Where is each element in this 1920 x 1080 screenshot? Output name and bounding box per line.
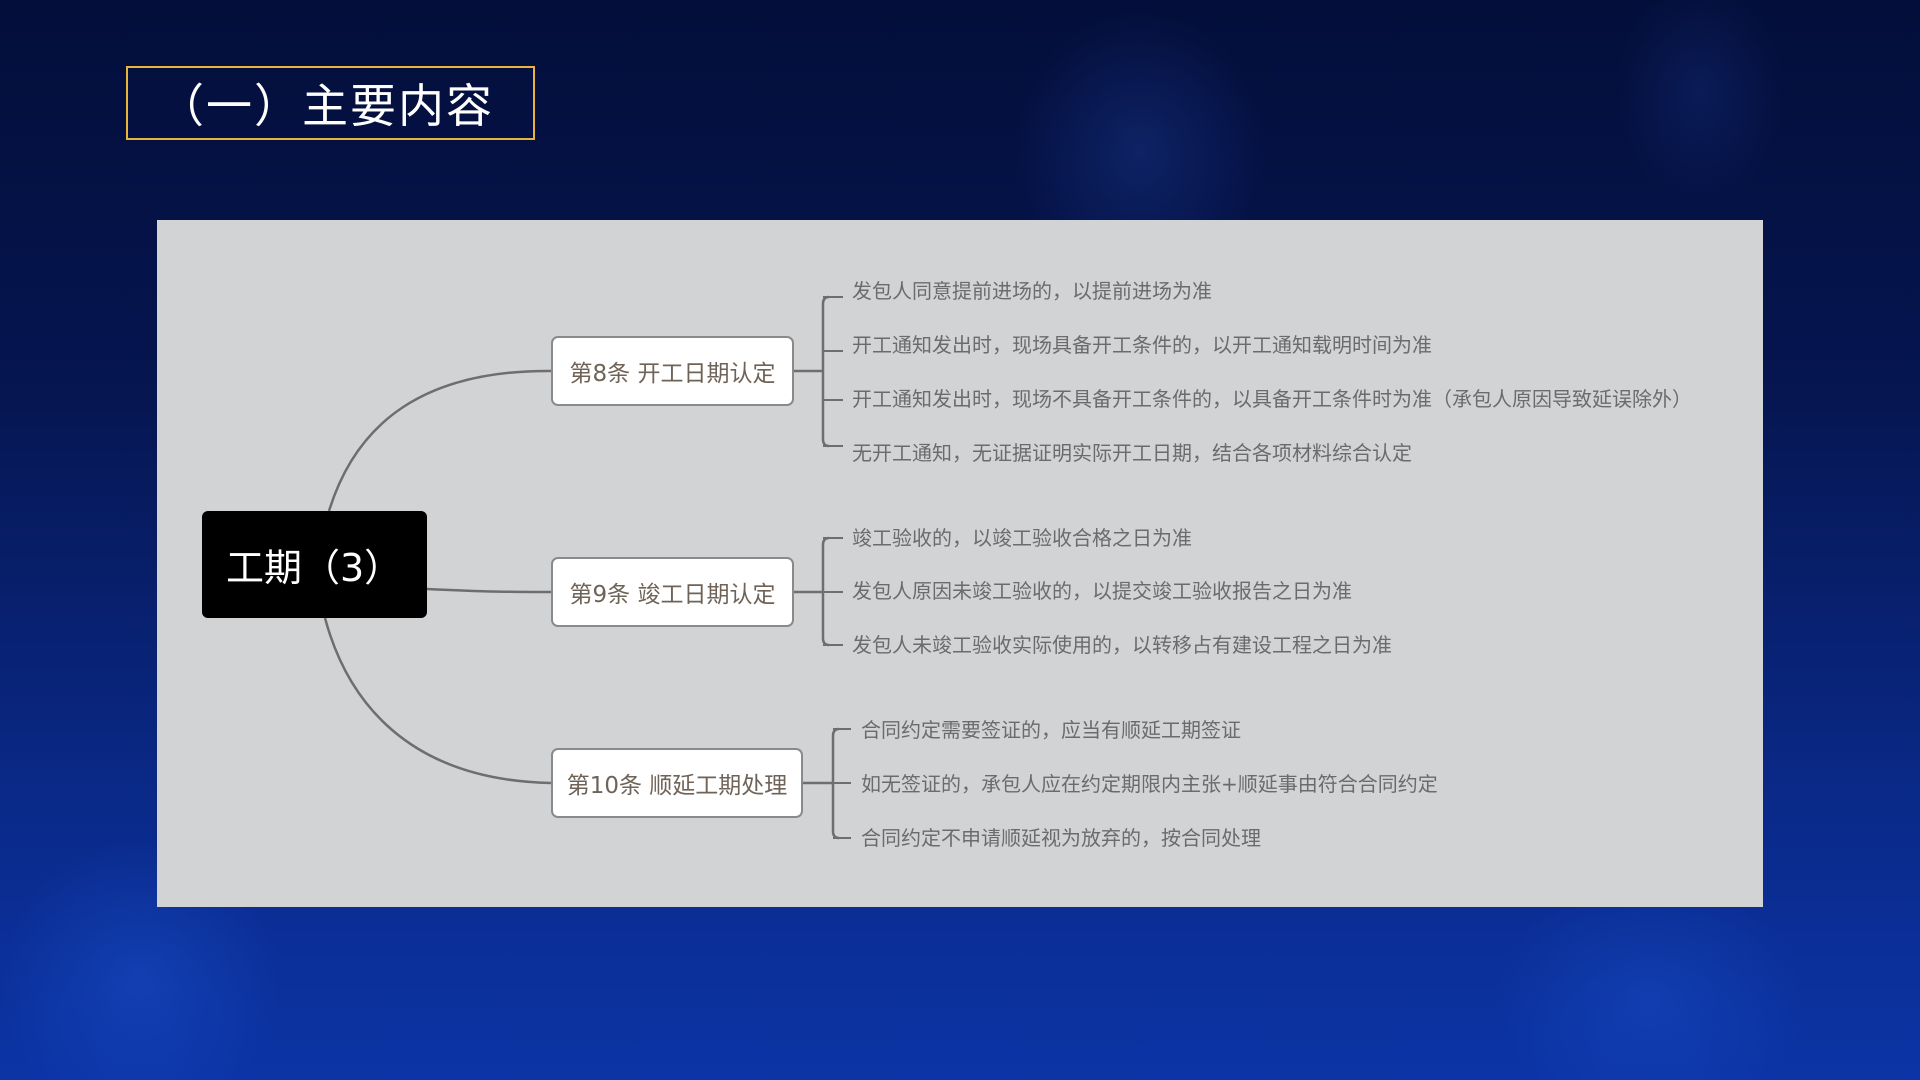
connector-root-branch9 <box>426 587 552 594</box>
leaf-item: 发包人未竣工验收实际使用的，以转移占有建设工程之日为准 <box>852 633 1392 657</box>
branch-node-extension: 第10条 顺延工期处理 <box>551 748 803 818</box>
root-label: 工期（3） <box>226 546 403 590</box>
mindmap-panel: 工期（3） 第8条 开工日期认定 第9条 竣工日期认定 第10条 顺延工期处理 … <box>157 220 1763 907</box>
connector-root-branch10 <box>323 617 552 785</box>
leaf-item: 发包人原因未竣工验收的，以提交竣工验收报告之日为准 <box>852 579 1352 603</box>
connector-root-branch8 <box>327 369 552 512</box>
leaf-item: 发包人同意提前进场的，以提前进场为准 <box>852 279 1212 303</box>
leaf-item: 无开工通知，无证据证明实际开工日期，结合各项材料综合认定 <box>852 441 1412 465</box>
leaf-item: 竣工验收的，以竣工验收合格之日为准 <box>852 526 1192 550</box>
branch-label: 第8条 开工日期认定 <box>569 361 776 387</box>
branch-node-start-date: 第8条 开工日期认定 <box>551 336 794 406</box>
leaf-item: 如无签证的，承包人应在约定期限内主张+顺延事由符合合同约定 <box>861 772 1438 796</box>
branch-label: 第10条 顺延工期处理 <box>566 773 788 799</box>
section-title: （一）主要内容 <box>158 79 494 133</box>
section-title-box: （一）主要内容 <box>126 66 535 140</box>
leaf-item: 合同约定不申请顺延视为放弃的，按合同处理 <box>861 826 1261 850</box>
branch-label: 第9条 竣工日期认定 <box>569 582 776 608</box>
leaf-item: 开工通知发出时，现场具备开工条件的，以开工通知载明时间为准 <box>852 333 1432 357</box>
mindmap-root-node: 工期（3） <box>202 511 427 618</box>
mindmap-connectors <box>323 295 851 840</box>
leaf-item: 开工通知发出时，现场不具备开工条件的，以具备开工条件时为准（承包人原因导致延误除… <box>852 387 1692 411</box>
branch-node-completion-date: 第9条 竣工日期认定 <box>551 557 794 627</box>
leaf-item: 合同约定需要签证的，应当有顺延工期签证 <box>861 718 1241 742</box>
